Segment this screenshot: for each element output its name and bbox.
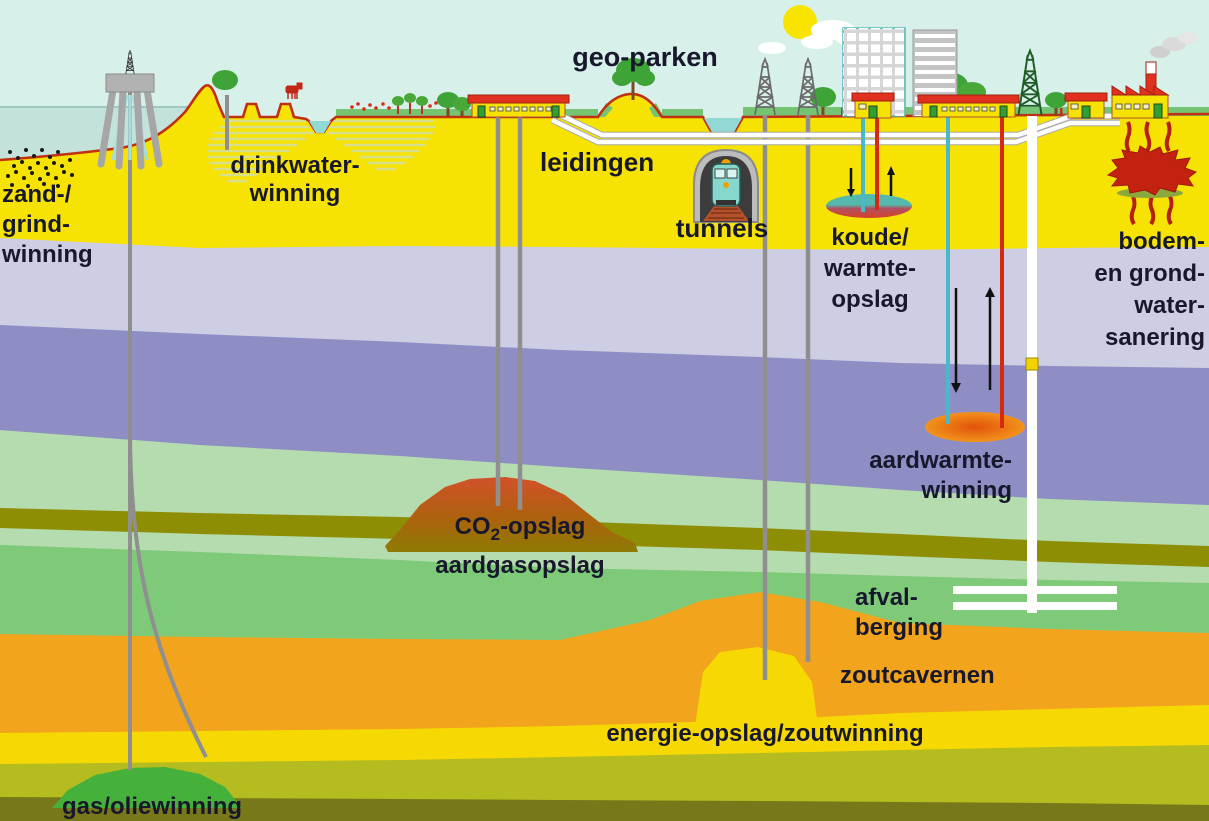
- label-energie-opslag-zoutwinning: energie-opslag/zoutwinning: [606, 720, 924, 747]
- label-co2-aardgas-opslag: CO2-opslag aardgasopslag: [435, 513, 605, 579]
- sun-icon: [783, 5, 817, 39]
- sea: [0, 107, 196, 160]
- contamination-icon: [1106, 121, 1198, 226]
- barn-building-icon: [467, 94, 570, 118]
- heat-lens-icon: [925, 412, 1025, 442]
- sand-plume-icon: [6, 148, 74, 188]
- salt-dome-core: [695, 647, 818, 726]
- label-drinkwater-winning: drinkwater- winning: [230, 152, 360, 207]
- train-tunnel-icon: [693, 148, 759, 223]
- wells: [128, 92, 811, 770]
- gas-dome-icon: [52, 767, 242, 808]
- label-afval-berging: afval- berging: [855, 584, 943, 641]
- shaft-valve: [1025, 357, 1039, 371]
- barn-building-icon: [917, 94, 1020, 118]
- label-zoutcavernen: zoutcavernen: [840, 662, 995, 689]
- label-gas-oliewinning: gas/oliewinning: [62, 793, 243, 820]
- cow-icon: [285, 82, 303, 99]
- pond-icon: [309, 121, 331, 133]
- freshwater-hatch: [207, 119, 436, 183]
- red-marker: [1060, 108, 1063, 116]
- cold-warm-lens-icon: [826, 194, 912, 218]
- label-leidingen: leidingen: [540, 147, 655, 177]
- label-aardwarmte-winning: aardwarmte- winning: [869, 447, 1012, 504]
- layer-dark-olive: [0, 797, 1209, 821]
- canal-icon: [704, 118, 742, 134]
- waste-gallery-icon: [953, 116, 1117, 613]
- cold-warm-storage: [826, 117, 912, 218]
- co2-dome-icon: [385, 477, 638, 552]
- flower-icon: [350, 101, 438, 111]
- label-bodem-sanering: bodem- en grond- water- sanering: [1094, 228, 1205, 351]
- label-koude-warmte-opslag: koude/ warmte- opslag: [823, 224, 917, 313]
- house-icon: [851, 92, 895, 119]
- deviated-well-pipe: [128, 429, 208, 758]
- factory-icon: [1111, 32, 1198, 119]
- label-geo-parken: geo-parken: [572, 42, 718, 72]
- drilling-platform-icon: [97, 50, 163, 170]
- house-icon: [1064, 92, 1108, 119]
- geothermal-system: [925, 117, 1025, 442]
- tree-icon: [616, 58, 650, 82]
- label-zand-grind-winning: zand-/ grind- winning: [2, 181, 93, 268]
- label-tunnels: tunnels: [675, 213, 769, 243]
- tree-icon: [212, 70, 238, 90]
